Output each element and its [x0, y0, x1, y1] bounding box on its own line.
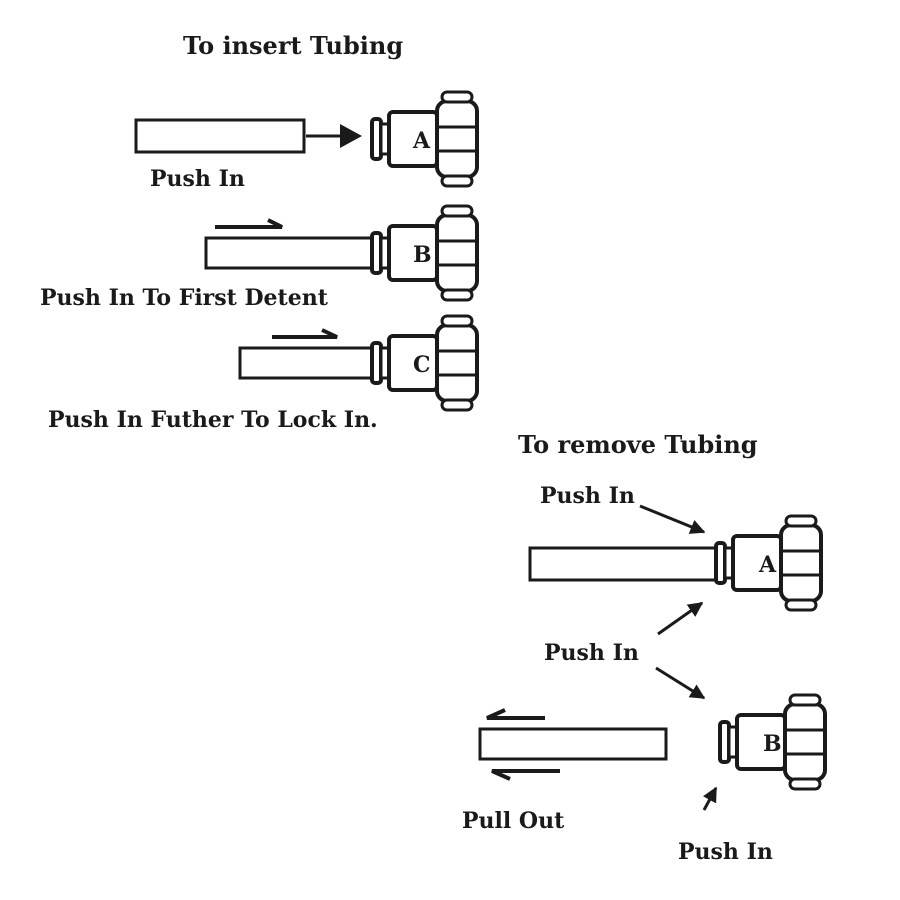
push-in-label: Push In	[678, 839, 773, 865]
fitting-letter: A	[758, 552, 777, 578]
tube	[528, 546, 722, 582]
pull-arrow-bottom	[491, 769, 560, 781]
direction-arrow	[215, 218, 283, 229]
step-caption: Push In Futher To Lock In.	[48, 407, 378, 433]
fitting-letter: B	[413, 242, 432, 268]
remove-title: To remove Tubing	[518, 430, 758, 459]
step-caption: Push In To First Detent	[40, 285, 329, 311]
pointer-arrow	[639, 504, 706, 534]
insert-title: To insert Tubing	[183, 31, 403, 60]
pointer-arrow	[702, 786, 718, 811]
remove-step-b: Pull Out B Push In	[462, 693, 827, 865]
pull-arrow-top	[486, 708, 545, 720]
insert-step-c: C Push In Futher To Lock In.	[48, 314, 479, 433]
tube	[238, 346, 390, 380]
direction-arrow	[272, 328, 338, 339]
push-in-label: Push In	[540, 483, 635, 509]
insert-step-a: A Push In	[134, 90, 479, 192]
tube	[204, 236, 374, 270]
remove-step-a: Push In A Push In	[528, 483, 823, 700]
push-in-label: Push In	[544, 640, 639, 666]
tube	[134, 118, 306, 154]
pointer-arrow	[657, 601, 704, 636]
tube	[478, 727, 668, 761]
step-caption: Push In	[150, 166, 245, 192]
pull-out-label: Pull Out	[462, 808, 565, 834]
fitting-letter: B	[763, 731, 782, 757]
insert-step-b: B Push In To First Detent	[40, 204, 479, 311]
fitting-letter: A	[412, 128, 431, 154]
pointer-arrow	[655, 666, 706, 700]
fitting-letter: C	[413, 352, 431, 378]
